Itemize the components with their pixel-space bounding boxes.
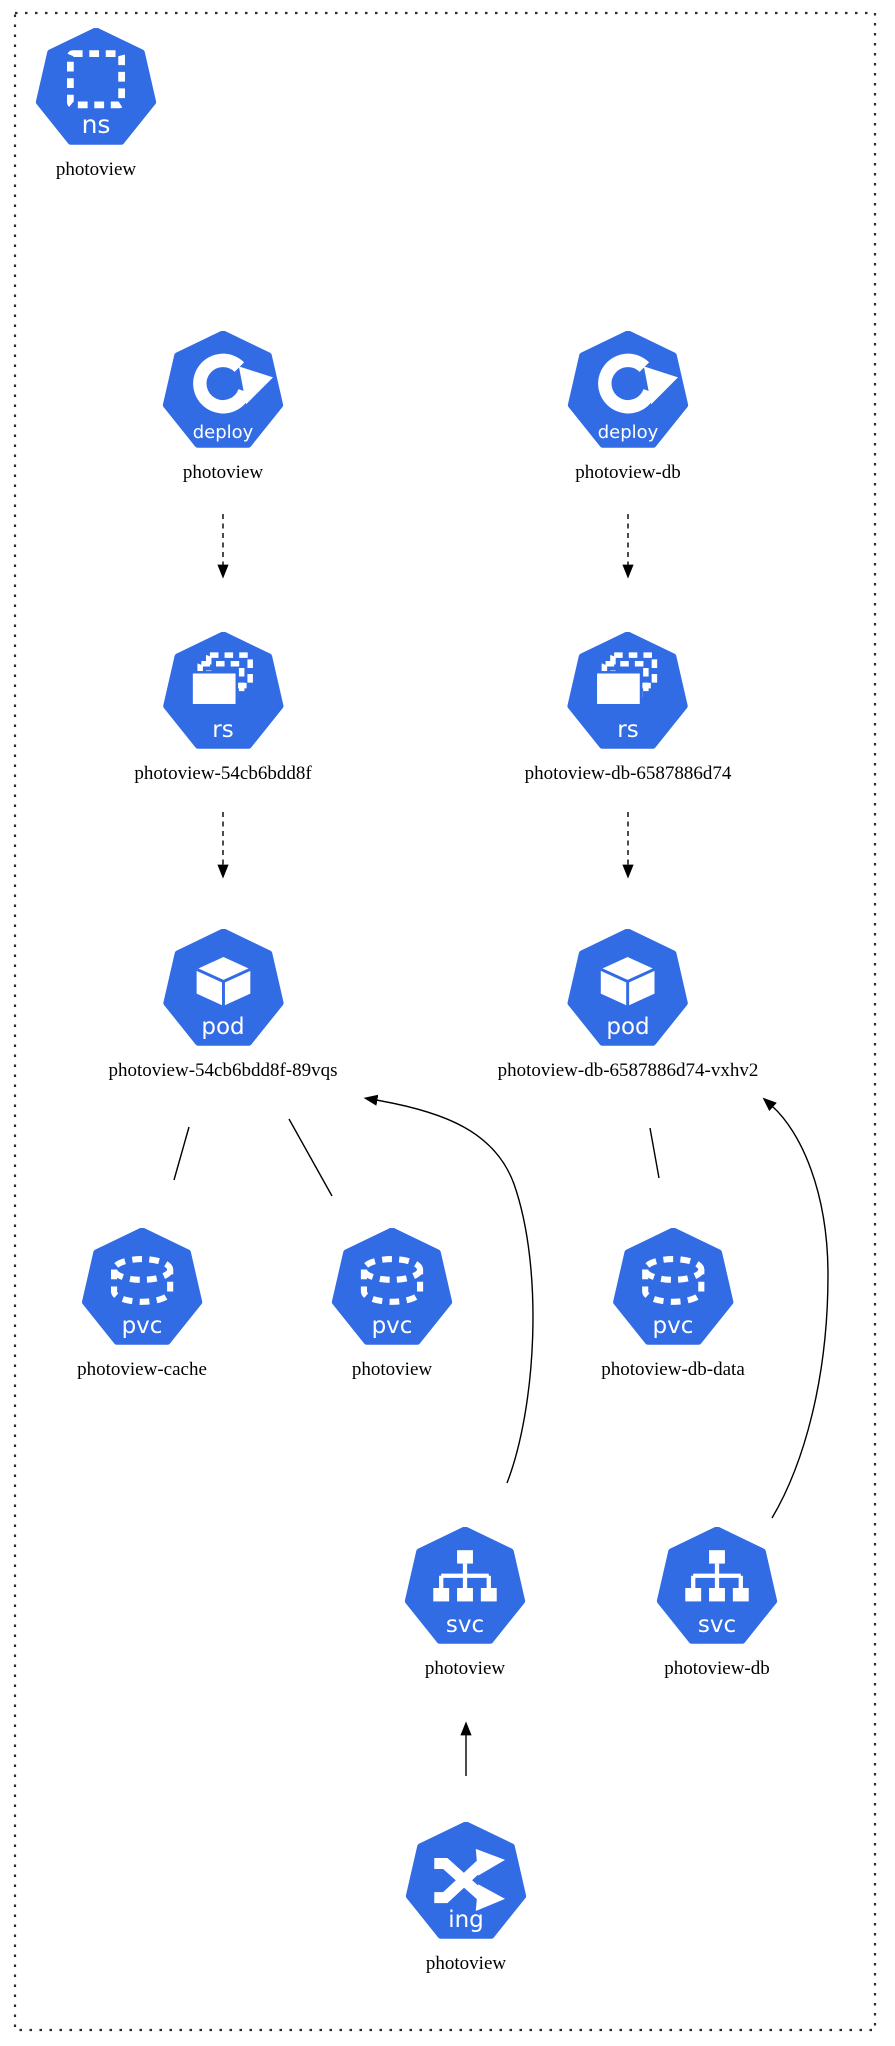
node-replicaset-photoview-54cb6bdd8f[interactable]: rs photoview-54cb6bdd8f: [134, 632, 312, 786]
node-label: photoview-54cb6bdd8f: [134, 763, 312, 784]
edge-pod1-pvc2: [288, 1118, 333, 1197]
namespace-boundary: [13, 11, 877, 2032]
pvc-icon: pvc: [612, 1228, 734, 1350]
kind-badge: ns: [81, 110, 111, 139]
node-service-photoview[interactable]: svc photoview: [404, 1527, 526, 1681]
pod-icon: pod: [162, 929, 284, 1051]
kind-badge: pvc: [121, 1313, 163, 1339]
kind-badge: deploy: [597, 422, 659, 443]
node-label: photoview: [425, 1953, 507, 1974]
edge-pod1-pvc1: [173, 1126, 190, 1181]
ingress-icon: ing: [405, 1822, 527, 1944]
node-pvc-photoview-db-data[interactable]: pvc photoview-db-data: [601, 1228, 745, 1382]
deployment-icon: deploy: [162, 331, 284, 453]
node-label: photoview: [424, 1658, 506, 1679]
node-label: photoview-db-6587886d74-vxhv2: [497, 1060, 759, 1081]
node-label: photoview-54cb6bdd8f-89vqs: [108, 1060, 338, 1081]
kind-badge: pod: [201, 1014, 245, 1040]
kind-badge: ing: [448, 1907, 484, 1933]
pod-icon: pod: [567, 929, 689, 1051]
node-service-photoview-db[interactable]: svc photoview-db: [656, 1527, 778, 1681]
node-label: photoview: [351, 1359, 433, 1380]
kind-badge: rs: [212, 717, 234, 743]
replicaset-icon: rs: [567, 632, 689, 754]
kind-badge: svc: [445, 1612, 485, 1638]
node-label: photoview: [55, 159, 137, 180]
node-deployment-photoview-db[interactable]: deploy photoview-db: [567, 331, 689, 485]
node-pod-photoview-54cb6bdd8f-89vqs[interactable]: pod photoview-54cb6bdd8f-89vqs: [108, 929, 338, 1083]
pvc-icon: pvc: [331, 1228, 453, 1350]
node-pvc-photoview-cache[interactable]: pvc photoview-cache: [77, 1228, 207, 1382]
node-pod-photoview-db-6587886d74-vxhv2[interactable]: pod photoview-db-6587886d74-vxhv2: [497, 929, 759, 1083]
edge-pod2-pvc3: [649, 1127, 660, 1179]
node-label: photoview-db-data: [601, 1359, 745, 1380]
edge-svc1-pod1: [363, 1094, 534, 1484]
kind-badge: deploy: [192, 422, 254, 443]
edge-svc2-pod2: [762, 1097, 829, 1519]
service-icon: svc: [404, 1527, 526, 1649]
node-label: photoview: [182, 462, 264, 483]
kind-badge: pod: [606, 1014, 650, 1040]
node-label: photoview-db-6587886d74: [524, 763, 732, 784]
service-icon: svc: [656, 1527, 778, 1649]
namespace-icon: ns: [35, 28, 157, 150]
node-deployment-photoview[interactable]: deploy photoview: [162, 331, 284, 485]
kind-badge: pvc: [371, 1313, 413, 1339]
node-label: photoview-cache: [77, 1359, 207, 1380]
node-label: photoview-db: [575, 462, 681, 483]
node-namespace-photoview[interactable]: ns photoview: [35, 28, 157, 182]
node-replicaset-photoview-db-6587886d74[interactable]: rs photoview-db-6587886d74: [524, 632, 732, 786]
node-ingress-photoview[interactable]: ing photoview: [405, 1822, 527, 1976]
node-pvc-photoview[interactable]: pvc photoview: [331, 1228, 453, 1382]
replicaset-icon: rs: [162, 632, 284, 754]
deployment-icon: deploy: [567, 331, 689, 453]
kind-badge: pvc: [652, 1313, 694, 1339]
pvc-icon: pvc: [81, 1228, 203, 1350]
node-label: photoview-db: [664, 1658, 770, 1679]
kind-badge: svc: [697, 1612, 737, 1638]
kind-badge: rs: [617, 717, 639, 743]
